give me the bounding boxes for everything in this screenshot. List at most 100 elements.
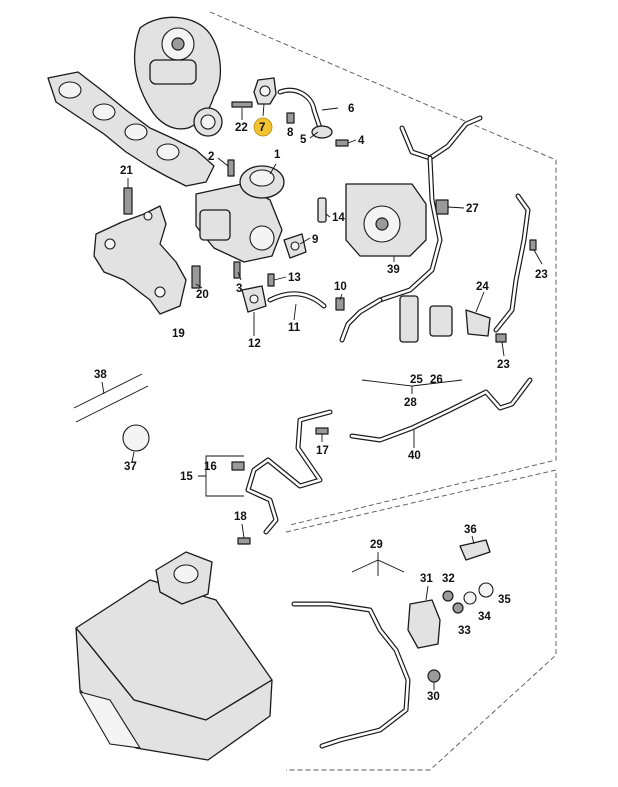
callout-38: 38	[94, 369, 107, 381]
leader-23a	[533, 249, 543, 265]
leader-6	[321, 107, 339, 111]
leader-9	[299, 237, 311, 245]
callout-19: 19	[172, 328, 185, 340]
bracket-24	[465, 309, 491, 337]
leader-13	[273, 276, 287, 281]
leader-10	[339, 293, 343, 301]
leader-23b	[501, 341, 505, 357]
egr-cooler-pipe	[199, 209, 231, 241]
callout-39: 39	[387, 264, 400, 276]
bolt-18	[237, 537, 251, 545]
callout-27: 27	[466, 203, 479, 215]
callout-20: 20	[196, 289, 209, 301]
callout-40: 40	[408, 450, 421, 462]
vacuum-unit-26	[429, 305, 453, 337]
callout-2: 2	[208, 151, 214, 163]
callout-14: 14	[332, 212, 345, 224]
bolt-21	[123, 187, 133, 215]
cable-tie-38-a	[73, 373, 143, 409]
callout-24: 24	[476, 281, 489, 293]
bolt-10	[335, 297, 345, 311]
manifold-port-4	[156, 143, 180, 161]
callout-37: 37	[124, 461, 137, 473]
hose-29-inner	[292, 602, 410, 748]
bolt-23b	[495, 333, 507, 343]
bolt-17	[315, 427, 329, 435]
bracket-hole-1	[104, 238, 116, 250]
gasket-7-bore	[259, 85, 271, 97]
egr-pipe-upper	[253, 77, 333, 139]
leader-5	[309, 131, 319, 139]
cable-tie-38-b	[75, 385, 149, 423]
callout-12: 12	[248, 338, 261, 350]
leader-4	[347, 139, 357, 144]
leader-24	[475, 291, 485, 313]
callout-30: 30	[427, 691, 440, 703]
callout-28: 28	[404, 397, 417, 409]
manifold-port-1	[58, 81, 82, 99]
washer-35	[478, 582, 494, 598]
callout-15: 15	[180, 471, 193, 483]
manifold-port-2	[92, 103, 116, 121]
bolt-13	[267, 273, 275, 287]
egr-valve-cap	[249, 169, 275, 187]
callout-32: 32	[442, 573, 455, 585]
vacuum-unit-25	[399, 295, 419, 343]
callout-21: 21	[120, 165, 133, 177]
turbocharger-assembly	[47, 16, 223, 187]
callout-16: 16	[204, 461, 217, 473]
air-filter-box	[75, 551, 273, 761]
leader-28-bracket	[361, 379, 463, 394]
bolt-22	[231, 101, 253, 108]
callout-34: 34	[478, 611, 491, 623]
hose-28-inner	[340, 298, 382, 342]
callout-22: 22	[235, 122, 248, 134]
hose-to-manifold-inner	[378, 156, 442, 302]
leader-11	[293, 303, 297, 321]
callout-8: 8	[287, 127, 294, 139]
leader-36	[471, 535, 475, 545]
gasket-9-bore	[290, 241, 300, 251]
callout-3: 3	[236, 283, 242, 295]
egr-pipe-5-inner	[278, 89, 322, 130]
leader-14	[325, 213, 331, 218]
egr-pipe-11-inner	[268, 292, 326, 308]
bolt-3	[233, 261, 241, 279]
air-filter-intake	[78, 691, 142, 749]
bolt-32	[442, 590, 454, 602]
bracket-36	[459, 539, 491, 561]
bolt-27	[435, 199, 449, 215]
bolt-16	[231, 461, 245, 471]
hose-upper-right-inner	[400, 116, 482, 160]
callout-13: 13	[288, 272, 301, 284]
callout-25: 25	[410, 374, 423, 386]
washer-34	[463, 591, 477, 605]
callout-36: 36	[464, 524, 477, 536]
egr-valve-assembly	[195, 165, 285, 263]
assembly-outlines	[209, 11, 557, 771]
intake-manifold	[345, 183, 427, 257]
bolt-4	[335, 139, 349, 147]
callout-1: 1	[274, 149, 281, 161]
upper-assembly-outline	[209, 11, 557, 526]
bolt-8	[286, 112, 295, 124]
leader-1	[269, 163, 277, 175]
manifold-port-3	[124, 123, 148, 141]
bracket-hole-3	[143, 211, 153, 221]
leader-15-bracket	[198, 455, 244, 497]
egr-valve-port	[249, 225, 275, 251]
turbo-actuator	[149, 59, 197, 85]
callout-7: 7	[259, 122, 265, 134]
callout-35: 35	[498, 594, 511, 606]
air-filter-outlet-bore	[173, 564, 199, 584]
callout-31: 31	[420, 573, 433, 585]
hose-right-side-inner	[494, 194, 530, 332]
leader-2	[217, 157, 229, 167]
hose-15-inner	[246, 410, 332, 534]
bolts	[123, 101, 537, 683]
leader-29-bracket	[351, 552, 405, 576]
egr-pipe-lower	[241, 233, 327, 313]
callout-23b: 23	[497, 359, 510, 371]
nut-30	[427, 669, 441, 683]
